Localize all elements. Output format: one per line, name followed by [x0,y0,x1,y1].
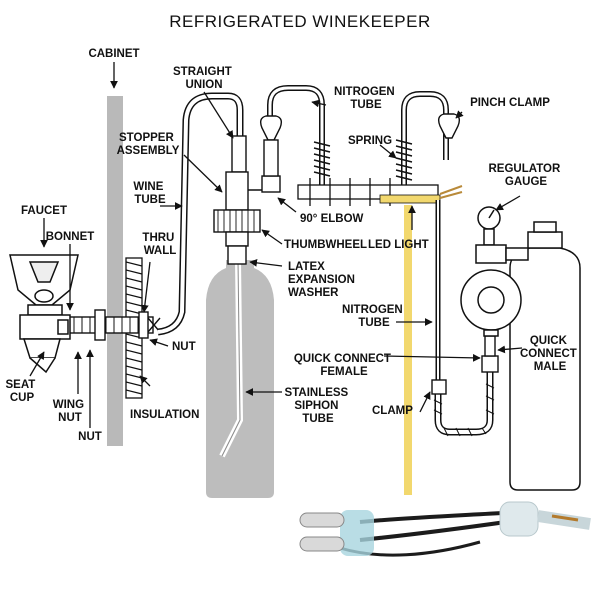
label-regulator-gauge: REGULATOR GAUGE [489,163,564,188]
label-thru-wall: THRU WALL [142,232,177,257]
led-wires [439,185,463,199]
right-pinch-clamp [437,113,461,139]
label-nut-bottom: NUT [78,431,102,443]
quick-connect-male [484,335,496,357]
leader-arrows [29,62,523,428]
label-spring: SPRING [348,135,392,147]
label-straight-union: STRAIGHT UNION [173,66,235,91]
label-seat-cup: SEAT CUP [5,379,38,404]
label-elbow: 90° ELBOW [300,213,364,225]
label-nitrogen-tube-mid: NITROGEN TUBE [342,304,406,329]
label-wine-tube: WINE TUBE [133,181,166,206]
label-wing-nut: WING NUT [53,399,88,424]
led-strip-vertical [404,205,412,495]
hose-clamp [431,379,447,395]
nitrogen-tube-loop-right [401,91,449,190]
led-strip-horizontal [379,194,441,204]
label-nut-right: NUT [172,341,196,353]
label-nitrogen-tube-top: NITROGEN TUBE [334,86,398,111]
right-spring [395,139,413,181]
label-quick-connect-male: QUICK CONNECT MALE [520,335,580,373]
thru-wall-fitting [57,309,161,341]
label-clamp: CLAMP [372,405,413,417]
label-faucet: FAUCET [21,205,67,217]
stopper-assembly [213,171,261,265]
left-spring [313,141,331,177]
label-insulation: INSULATION [130,409,199,421]
labels: CABINET STRAIGHT UNION NITROGEN TUBE PIN… [5,48,580,443]
label-cabinet: CABINET [88,48,139,60]
regulator [460,206,529,337]
label-led-light: LED LIGHT [368,239,429,251]
label-latex-washer: LATEX EXPANSION WASHER [288,261,358,299]
left-pinch-clamp [259,115,283,177]
diagram-title: REFRIGERATED WINEKEEPER [169,12,431,31]
faucet [9,254,79,374]
led-cable-photo [299,501,591,557]
quick-connect-female [481,355,499,373]
label-stainless-tube: STAINLESS SIPHON TUBE [285,387,352,425]
cabinet-wall [107,96,123,446]
label-stopper-assembly: STOPPER ASSEMBLY [117,132,180,157]
label-bonnet: BONNET [46,231,95,243]
label-pinch-clamp: PINCH CLAMP [470,97,550,109]
label-quick-connect-female: QUICK CONNECT FEMALE [294,353,394,378]
label-thumbwheel: THUMBWHEEL [284,239,367,251]
straight-union [231,135,247,173]
